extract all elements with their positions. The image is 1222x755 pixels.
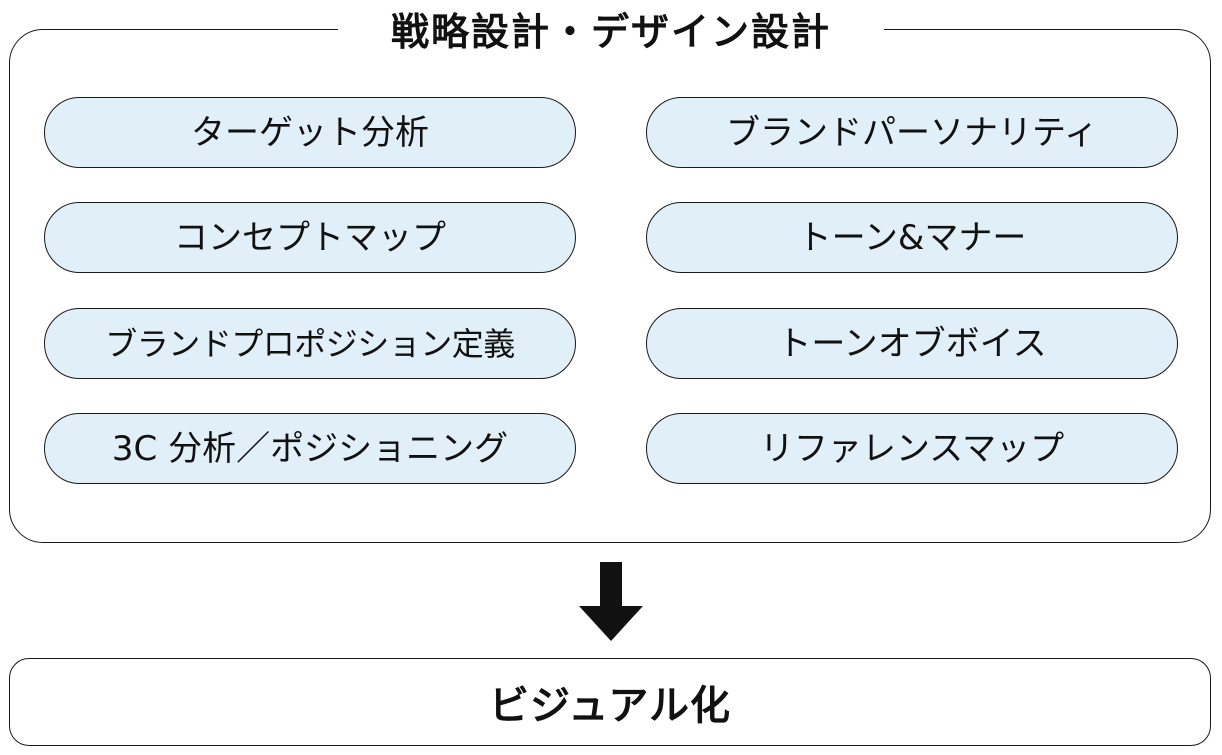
item-label: 3C 分析／ポジショニング: [111, 428, 509, 469]
item-label: ブランドプロポジション定義: [105, 324, 515, 363]
down-arrow-icon: [579, 562, 643, 641]
item-brand-personality: ブランドパーソナリティ: [646, 97, 1178, 168]
item-tone-and-manner: トーン&マナー: [646, 202, 1178, 273]
group-title: 戦略設計・デザイン設計: [338, 4, 884, 60]
visualization-box: ビジュアル化: [9, 658, 1211, 746]
item-target-analysis: ターゲット分析: [44, 97, 576, 168]
item-label: コンセプトマップ: [174, 217, 446, 258]
item-label: ブランドパーソナリティ: [726, 112, 1098, 153]
item-label: ターゲット分析: [191, 112, 429, 153]
result-label: ビジュアル化: [489, 683, 731, 729]
item-reference-map: リファレンスマップ: [646, 413, 1178, 484]
item-label: トーン&マナー: [797, 217, 1027, 258]
item-3c-analysis-positioning: 3C 分析／ポジショニング: [44, 413, 576, 484]
item-label: トーンオブボイス: [777, 323, 1047, 364]
item-tone-of-voice: トーンオブボイス: [646, 308, 1178, 379]
item-brand-proposition: ブランドプロポジション定義: [44, 308, 576, 379]
item-concept-map: コンセプトマップ: [44, 202, 576, 273]
item-label: リファレンスマップ: [759, 428, 1065, 469]
